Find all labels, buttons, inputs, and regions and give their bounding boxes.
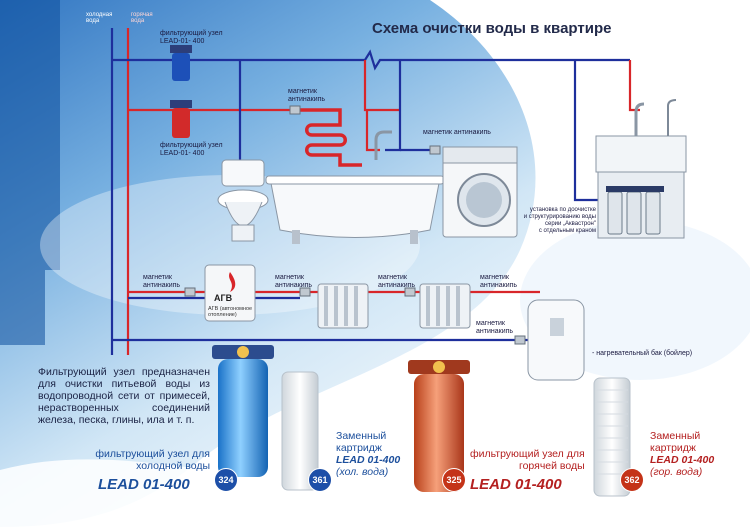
magnet-washer-label: магнетик антинакипь <box>423 129 491 136</box>
cold-filter-product <box>212 345 274 477</box>
cold-cartridge-badge: 361 <box>308 468 332 492</box>
hot-filter-model: LEAD 01-400 <box>470 476 562 493</box>
boiler-label: - нагревательный бак (бойлер) <box>592 350 693 357</box>
cold-filter-small <box>170 45 192 81</box>
background-gradient <box>0 0 536 527</box>
page-title: Схема очистки воды в квартире <box>372 20 612 37</box>
radiator-1 <box>317 283 369 329</box>
description-text: Фильтрующий узел предназначен для очистк… <box>38 366 210 426</box>
cold-main-line <box>112 49 630 71</box>
hot-water-label: горячая вода <box>131 12 153 24</box>
cold-cartridge-product <box>281 371 319 491</box>
cold-cartridge-note: (хол. вода) <box>336 466 389 478</box>
hot-cartridge-product <box>593 377 631 497</box>
cold-cartridge-model: LEAD 01-400 <box>336 454 401 466</box>
cold-filter-model: LEAD 01-400 <box>98 476 190 493</box>
agv-sign: АГВ <box>214 293 233 303</box>
towel-warmer <box>300 108 362 167</box>
radiator-2 <box>419 283 471 329</box>
cold-water-label: холодная вода <box>86 12 113 24</box>
hot-cartridge-model: LEAD 01-400 <box>650 454 715 466</box>
hot-filter-product <box>408 360 470 492</box>
hot-cartridge-note: (гор. вода) <box>650 466 703 478</box>
flame-icon <box>229 272 236 292</box>
boiler-tank <box>527 299 585 381</box>
hot-filter-small <box>170 100 192 138</box>
hot-cartridge-badge: 362 <box>620 468 644 492</box>
hot-filter-badge: 325 <box>442 468 466 492</box>
agv-heater <box>204 264 256 322</box>
wall-shape <box>0 0 60 345</box>
washing-machine <box>442 146 518 238</box>
reverse-osmosis-unit <box>606 186 664 235</box>
bathtub <box>265 130 445 244</box>
toilet <box>217 159 269 242</box>
cold-filter-badge: 324 <box>214 468 238 492</box>
